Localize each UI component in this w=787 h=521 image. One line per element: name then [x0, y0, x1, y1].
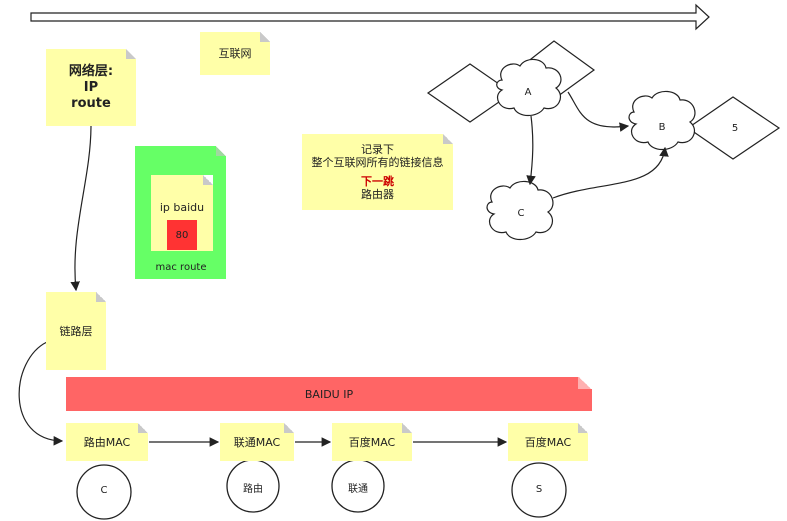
mac-route-label: mac route: [155, 262, 207, 273]
cloud-c: [486, 180, 554, 241]
connector-c-to-b: [552, 146, 669, 199]
timeline-arrow: [30, 3, 710, 31]
cloud-a-label: A: [524, 87, 532, 98]
node-circle-c: [76, 464, 132, 520]
node-label-unicom: 联通: [348, 484, 368, 495]
connector-a-to-c: [526, 115, 536, 186]
mac-note-unicom: 联通MAC: [220, 423, 294, 461]
node-circle-s: [511, 462, 567, 518]
connector-link-to-mac: [18, 341, 64, 446]
cloud-a: [496, 58, 562, 117]
cloud-b-label: B: [658, 122, 666, 133]
cloud-b: [628, 90, 696, 151]
note-link-layer: 链路层: [46, 292, 106, 370]
note-next-hop: 下一跳: [361, 175, 394, 188]
mac-note-router: 路由MAC: [66, 423, 148, 461]
port-red-note: 80: [167, 220, 197, 250]
mac-note-baidu: 百度MAC: [332, 423, 412, 461]
diamond-5-label: 5: [731, 123, 739, 134]
connector-a-to-b: [567, 91, 630, 132]
cloud-c-label: C: [517, 208, 525, 219]
node-label-router: 路由: [243, 484, 263, 495]
node-label-s: S: [535, 484, 543, 495]
node-label-c: C: [100, 485, 108, 496]
baidu-ip-banner: BAIDU IP: [66, 377, 592, 411]
note-internet: 互联网: [200, 32, 270, 75]
connector-network-to-link: [70, 124, 92, 292]
mac-note-baidu-2: 百度MAC: [508, 423, 588, 461]
note-ip-baidu-text: ip baidu: [159, 201, 205, 214]
note-network-layer: 网络层: IP route: [46, 49, 136, 126]
note-router: 路由器: [361, 188, 394, 201]
diamond-5: [686, 96, 781, 160]
note-record: 记录下 整个互联网所有的链接信息 下一跳 路由器: [302, 134, 453, 210]
note-record-text: 记录下 整个互联网所有的链接信息: [311, 143, 444, 169]
